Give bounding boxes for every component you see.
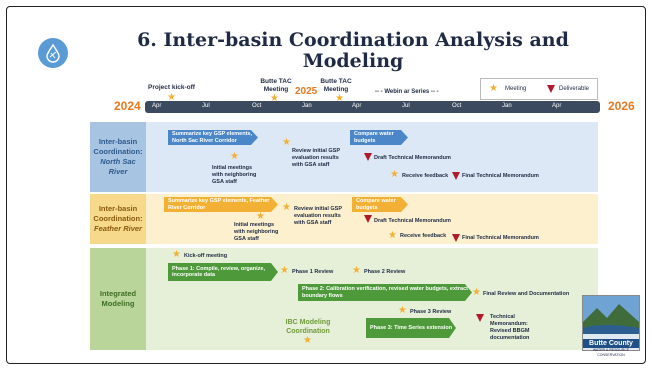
feather-meeting-star-icon: ★	[256, 211, 265, 222]
feather-draft-tm: Draft Technical Memorandum	[374, 218, 451, 224]
phase2-review-star-icon: ★	[352, 265, 361, 276]
month-label: Oct	[452, 103, 462, 109]
band-label-line: Modeling	[101, 299, 135, 308]
tac2-star-icon: ★	[335, 93, 344, 104]
feather-feedback-star-icon: ★	[388, 230, 397, 241]
north-draft-tm: Draft Technical Memorandum	[374, 155, 451, 161]
ibc-star-icon: ★	[303, 335, 312, 346]
phase3-review-star-icon: ★	[398, 305, 407, 316]
title-line-1: 6. Inter-basin Coordination Analysis and	[137, 29, 569, 51]
month-label: Oct	[252, 103, 262, 109]
north-receive-feedback: Receive feedback	[402, 173, 449, 179]
month-label: Jan	[302, 103, 312, 109]
water-drop-logo-icon	[38, 38, 68, 68]
tac-meeting-1-label: Butte TAC Meeting	[260, 78, 292, 93]
year-2025: 2025	[295, 86, 318, 97]
north-draft-tm-triangle-icon	[364, 153, 372, 161]
modeling-kickoff-label: Kick-off meeting	[184, 253, 228, 259]
ibc-coordination-label: IBC Modeling Coordination	[278, 318, 338, 336]
band-label-line: Coordination:	[93, 214, 143, 223]
feather-receive-feedback: Receive feedback	[400, 233, 447, 239]
band-label-line: Integrated	[99, 289, 137, 298]
page-title: 6. Inter-basin Coordination Analysis and…	[118, 30, 588, 72]
year-2024: 2024	[114, 99, 141, 113]
legend: ★ Meeting Deliverable	[480, 78, 598, 100]
band-label-line: North Sac	[100, 157, 136, 166]
north-review-star-icon: ★	[282, 137, 291, 148]
north-final-tm: Final Technical Memorandum	[462, 173, 539, 179]
butte-county-name: Butte County	[583, 339, 639, 348]
project-kickoff-label: Project kick-off	[148, 84, 195, 91]
band-label-line: Coordination:	[93, 147, 143, 156]
webinar-series-label: -- - Webin ar Series -- -	[375, 89, 439, 95]
tac-meeting-2-label: Butte TAC Meeting	[320, 78, 352, 93]
band-label-line: Inter-basin	[98, 204, 138, 213]
landscape-icon	[583, 296, 639, 334]
band-label-line: Feather River	[94, 224, 142, 233]
north-compare-arrow: Compare water budgets	[350, 130, 408, 145]
final-review-label: Final Review and Documentation	[483, 291, 570, 297]
legend-meeting-star-icon: ★	[489, 83, 498, 94]
title-line-2: Modeling	[302, 50, 404, 72]
modeling-kickoff-star-icon: ★	[172, 249, 181, 260]
phase3-review-label: Phase 3 Review	[410, 309, 452, 315]
modeling-tm-triangle-icon	[476, 314, 484, 322]
feather-summarize-arrow: Summarize key GSP elements, Feather Rive…	[164, 197, 278, 212]
phase3-arrow: Phase 3: Time Series extension	[366, 318, 456, 338]
legend-deliverable-triangle-icon	[547, 85, 555, 93]
feather-review-results: Review initial GSP evaluation results wi…	[294, 206, 342, 226]
feather-draft-tm-triangle-icon	[364, 215, 372, 223]
month-label: Apr	[552, 103, 562, 109]
tac1-star-icon: ★	[270, 93, 279, 104]
band-label-line: River	[108, 167, 128, 176]
feather-compare-arrow: Compare water budgets	[352, 197, 408, 212]
phase2-review-label: Phase 2 Review	[364, 269, 406, 275]
final-review-star-icon: ★	[472, 287, 481, 298]
month-label: Apr	[152, 103, 162, 109]
month-label: Jul	[202, 103, 210, 109]
feather-final-tm: Final Technical Memorandum	[462, 235, 539, 241]
north-feedback-star-icon: ★	[390, 169, 399, 180]
timeline-bar	[145, 101, 600, 113]
legend-meeting-label: Meeting	[505, 86, 527, 92]
phase1-review-label: Phase 1 Review	[292, 269, 334, 275]
phase1-review-star-icon: ★	[280, 265, 289, 276]
north-final-tm-triangle-icon	[452, 172, 460, 180]
phase2-arrow: Phase 2: Calibration verification, revis…	[298, 284, 472, 301]
north-review-results: Review initial GSP evaluation results wi…	[292, 148, 340, 168]
legend-deliverable-label: Deliverable	[559, 86, 590, 92]
north-summarize-arrow: Summarize key GSP elements, North Sac Ri…	[168, 130, 258, 145]
north-initial-meetings: Initial meetings with neighboring GSA st…	[212, 165, 257, 185]
year-2026: 2026	[608, 99, 635, 113]
month-label: Jan	[502, 103, 512, 109]
phase1-arrow: Phase 1: Compile, review, organize, inco…	[168, 263, 278, 281]
month-label: Jul	[402, 103, 410, 109]
kickoff-star-icon: ★	[167, 92, 176, 103]
feather-initial-meetings: Initial meetings with neighboring GSA st…	[234, 222, 279, 242]
feather-review-star-icon: ★	[282, 202, 291, 213]
feather-final-tm-triangle-icon	[452, 234, 460, 242]
ibc-coordination-text: IBC Modeling Coordination	[285, 319, 331, 335]
band-label-line: Inter-basin	[98, 137, 138, 146]
month-label: Apr	[352, 103, 362, 109]
butte-county-sub: WATER & RESOURCE CONSERVATION	[592, 348, 630, 357]
modeling-tm-label: Technical Memorandum: Revised BBGM docum…	[490, 314, 530, 341]
north-meeting-star-icon: ★	[230, 151, 239, 162]
butte-county-logo: Butte County WATER & RESOURCE CONSERVATI…	[582, 295, 640, 357]
